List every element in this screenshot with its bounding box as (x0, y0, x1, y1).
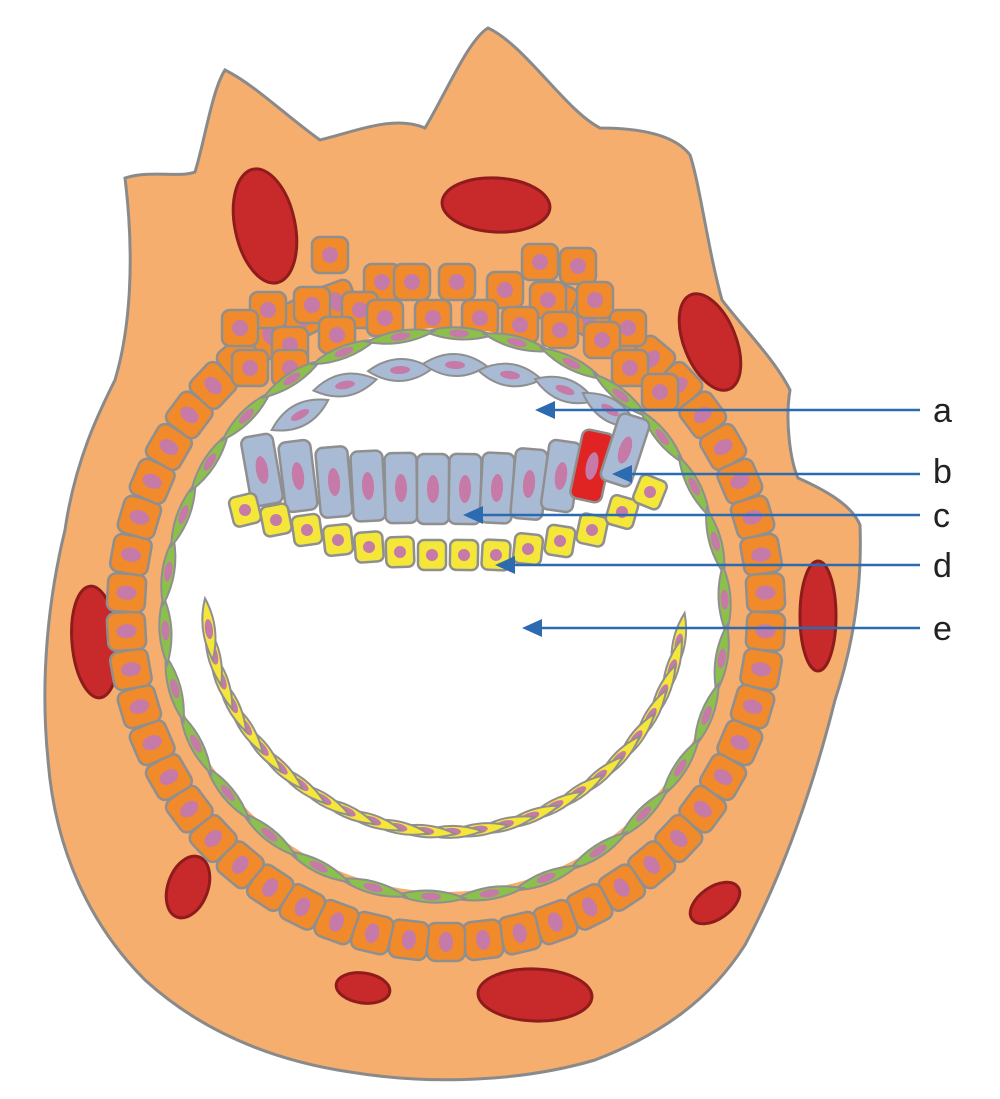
hypoblast-cell (385, 537, 414, 568)
label-d: d (933, 549, 952, 583)
trophoblast-cell (427, 923, 465, 961)
epiblast-cell (479, 452, 515, 524)
hypoblast-cell (323, 524, 354, 557)
trophoblast-cell (394, 264, 430, 300)
trophoblast-cell (745, 573, 785, 613)
hypoblast-cell (228, 492, 262, 528)
trophoblast-cell (439, 264, 475, 300)
blood-vessel (800, 561, 836, 671)
trophoblast-cell (642, 374, 678, 410)
trophoblast-cell (109, 647, 153, 691)
trophoblast-cell (222, 310, 258, 346)
epiblast-cell (384, 453, 417, 524)
trophoblast-cell (745, 611, 785, 651)
hypoblast-cell (575, 512, 609, 547)
epiblast-cell (315, 446, 353, 519)
label-b: b (933, 455, 952, 489)
trophoblast-cell (462, 919, 504, 961)
epiblast-cell (278, 439, 318, 512)
trophoblast-cell (106, 573, 146, 613)
label-c: c (933, 499, 950, 533)
trophoblast-cell (577, 282, 613, 318)
epiblast-cell (510, 448, 548, 521)
hypoblast-cell (450, 540, 479, 570)
label-a: a (933, 394, 952, 428)
trophoblast-cell (542, 312, 578, 348)
trophoblast-cell (106, 611, 146, 651)
hypoblast-cell (544, 524, 576, 558)
label-e: e (933, 612, 952, 646)
trophoblast-cell (522, 244, 558, 280)
epiblast-cell (417, 454, 449, 524)
hypoblast-cell (513, 533, 544, 566)
hypoblast-cell (259, 503, 292, 538)
hypoblast-cell (291, 513, 323, 547)
trophoblast-cell (739, 533, 783, 577)
hypoblast-cell (418, 540, 446, 570)
trophoblast-cell (232, 350, 268, 386)
epiblast-cell (350, 450, 386, 522)
trophoblast-cell (560, 248, 596, 284)
hypoblast-cell (354, 531, 384, 563)
trophoblast-cell (312, 237, 348, 273)
